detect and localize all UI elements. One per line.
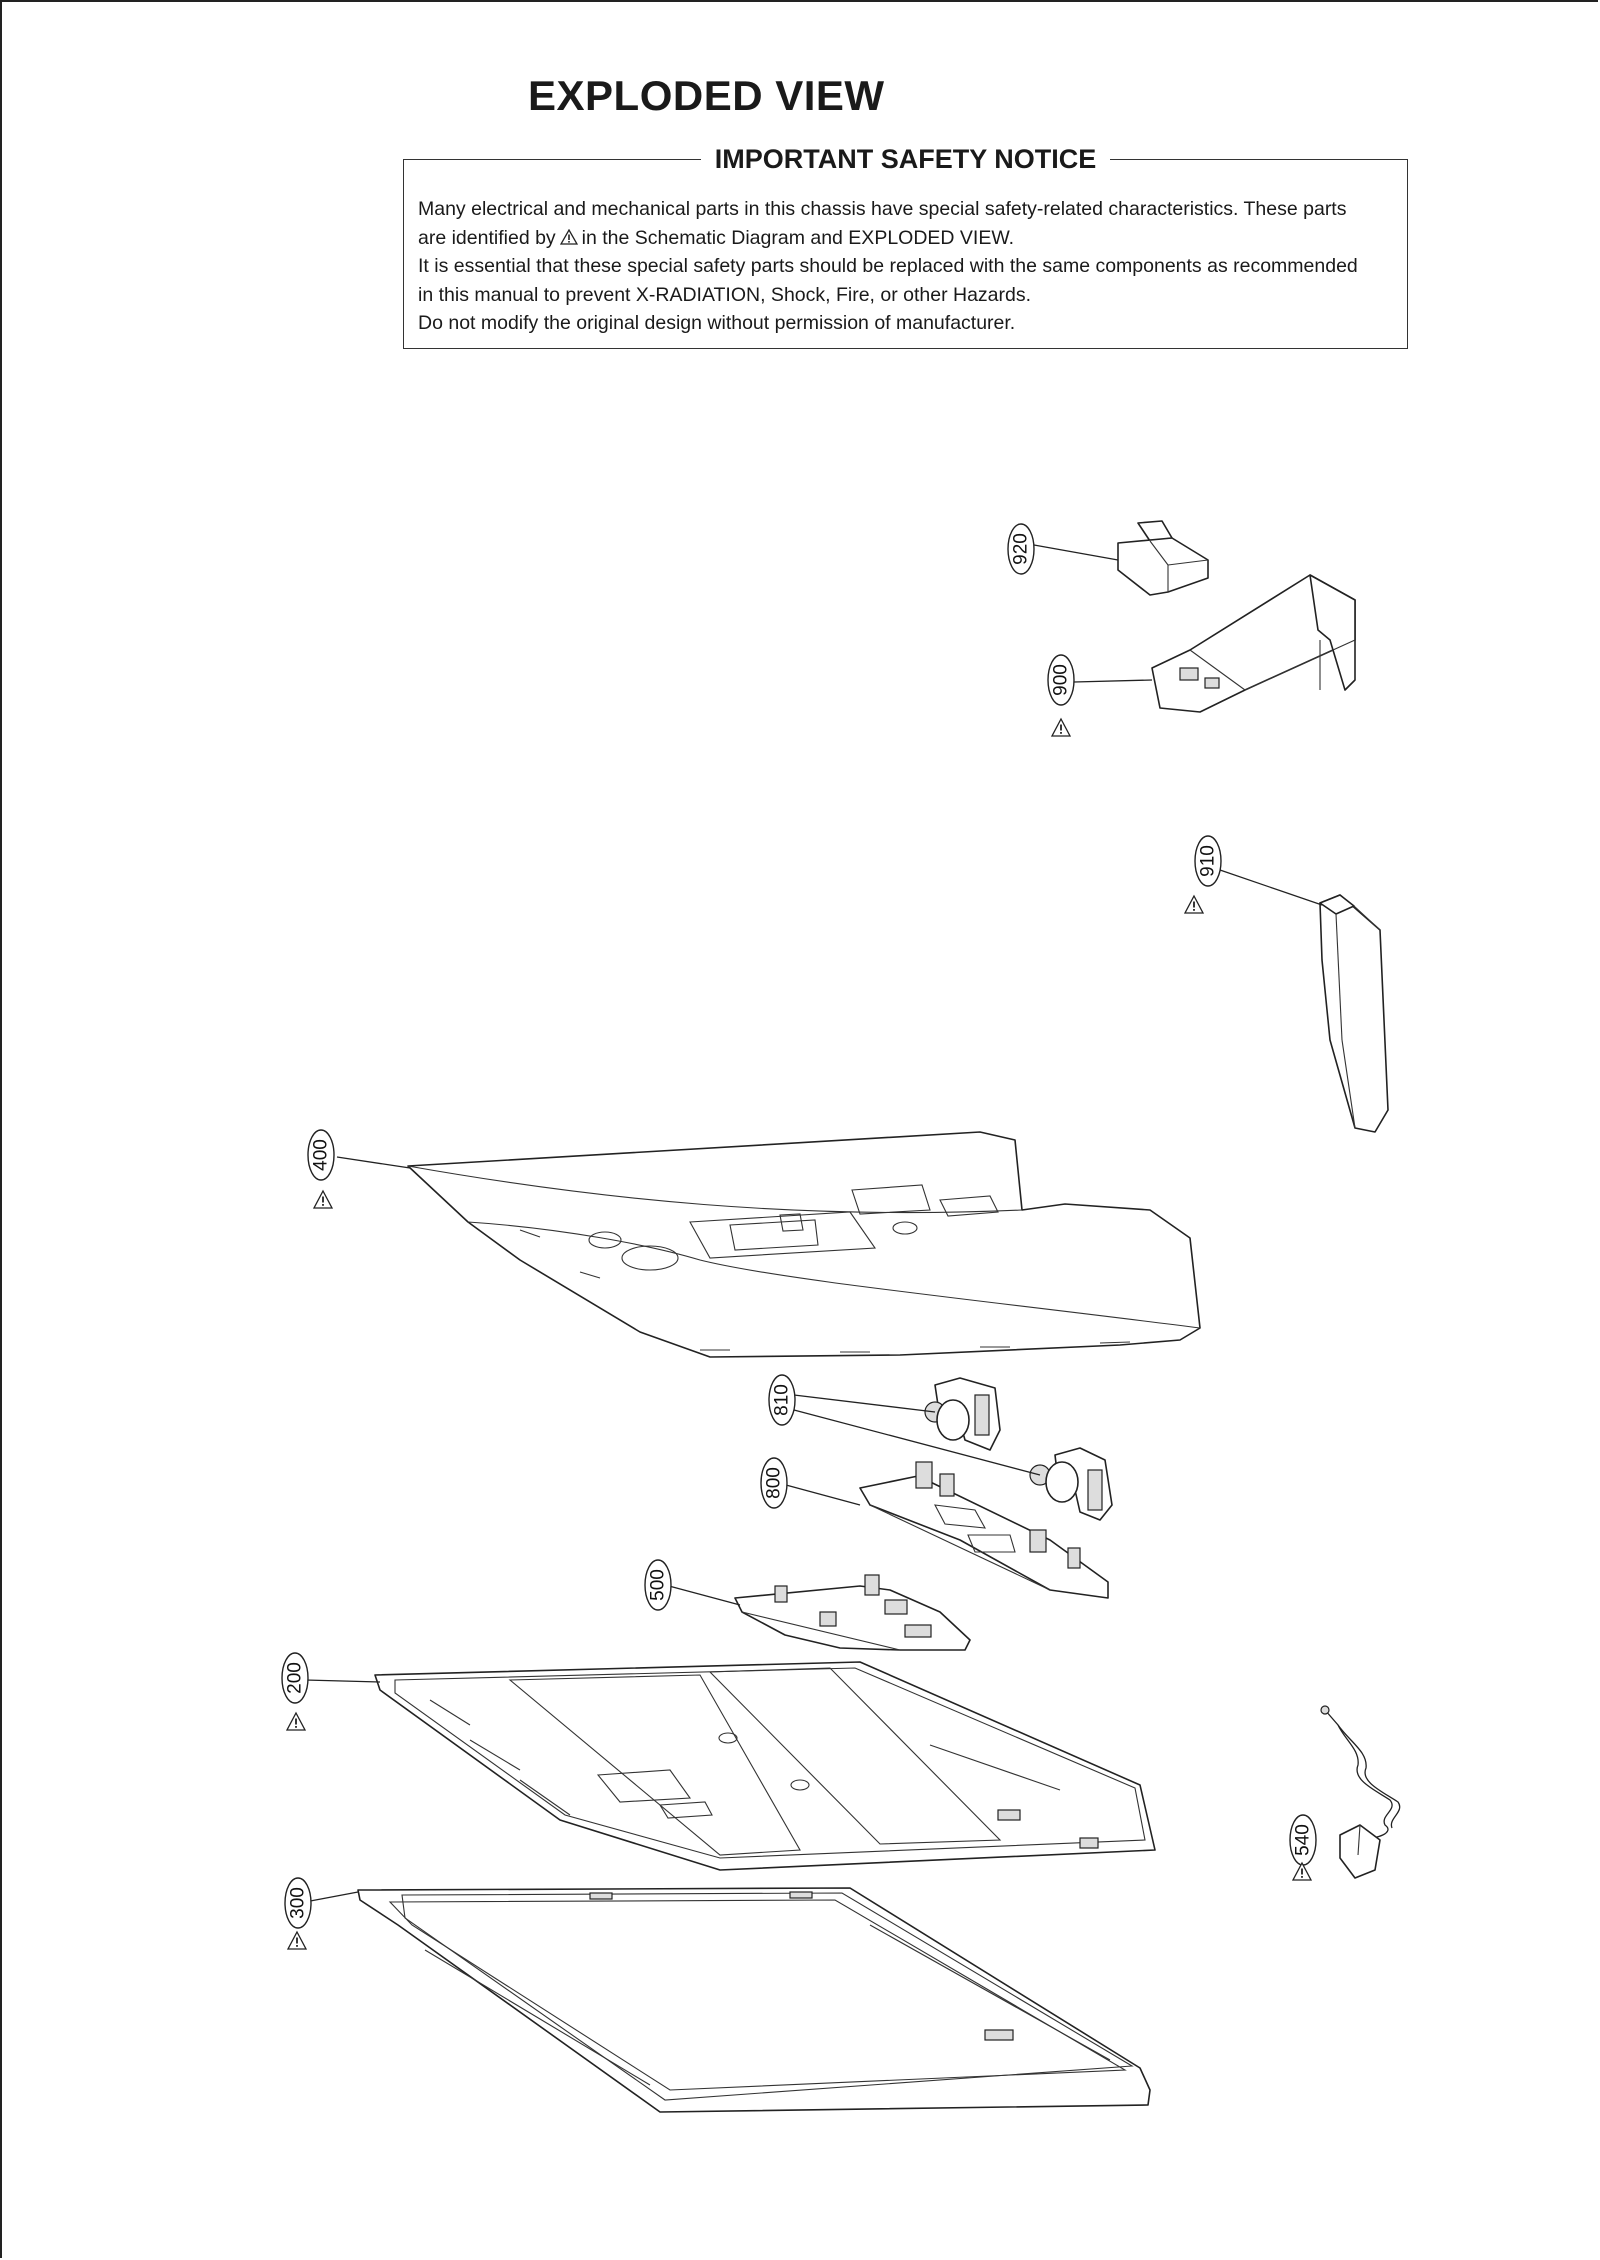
notice-line: It is essential that these special safet…: [418, 255, 1358, 278]
part-label-200: 200: [281, 1652, 309, 1704]
part-label-540: 540: [1289, 1814, 1317, 1866]
notice-line-start: are identified by: [418, 226, 556, 249]
safety-notice-box: IMPORTANT SAFETY NOTICE Many electrical …: [403, 144, 1408, 349]
part-910-stand-leg: [1319, 894, 1389, 1133]
leader-line: [304, 1891, 359, 1903]
leader-line: [1073, 679, 1153, 683]
part-label-400: 400: [307, 1129, 335, 1181]
part-number: 300: [288, 1887, 309, 1919]
leader-line: [304, 1679, 381, 1683]
part-label-900: 900: [1047, 654, 1075, 706]
part-number: 900: [1051, 664, 1072, 696]
warning-triangle-icon: [1292, 1862, 1312, 1881]
notice-line-end: in the Schematic Diagram and EXPLODED VI…: [581, 226, 1015, 249]
warning-triangle-icon: [286, 1712, 306, 1731]
part-500-power-board: [734, 1574, 971, 1651]
notice-line: in this manual to prevent X-RADIATION, S…: [418, 283, 1032, 306]
safety-notice-body: Many electrical and mechanical parts in …: [418, 195, 1395, 338]
part-800-main-board: [859, 1461, 1109, 1599]
part-920-stand-cover: [1117, 520, 1209, 596]
notice-line: are identified by in the Schematic Diagra…: [418, 224, 1395, 253]
warning-triangle-icon: [313, 1190, 333, 1209]
part-300-front-bezel: [357, 1887, 1151, 2113]
warning-triangle-icon: [559, 228, 578, 245]
part-number: 540: [1293, 1824, 1314, 1856]
leader-line: [1219, 869, 1323, 906]
part-label-910: 910: [1194, 835, 1222, 887]
notice-line: Many electrical and mechanical parts in …: [418, 198, 1347, 220]
leader-line: [793, 1409, 1041, 1476]
part-number: 500: [648, 1569, 669, 1601]
part-900-stand-neck: [1151, 574, 1356, 713]
part-number: 810: [772, 1384, 793, 1416]
part-200-rear-frame: [374, 1661, 1156, 1871]
leader-line: [1033, 544, 1119, 561]
part-number: 910: [1198, 845, 1219, 877]
notice-line: Do not modify the original design withou…: [418, 312, 1016, 335]
part-label-300: 300: [284, 1877, 312, 1929]
part-number: 800: [764, 1467, 785, 1499]
warning-triangle-icon: [1184, 895, 1204, 914]
part-400-back-cover: [407, 1131, 1201, 1358]
part-number: 200: [285, 1662, 306, 1694]
leader-line: [785, 1484, 861, 1506]
part-810-speakers: [924, 1377, 1113, 1521]
part-label-500: 500: [644, 1559, 672, 1611]
part-label-800: 800: [760, 1457, 788, 1509]
part-label-810: 810: [768, 1374, 796, 1426]
part-540-ac-adapter: [1320, 1705, 1401, 1879]
part-label-920: 920: [1007, 523, 1035, 575]
leader-line: [668, 1585, 741, 1606]
part-number: 400: [311, 1139, 332, 1171]
leader-line: [336, 1156, 411, 1169]
safety-notice-heading: IMPORTANT SAFETY NOTICE: [700, 144, 1111, 174]
leader-line: [793, 1394, 936, 1413]
part-number: 920: [1011, 533, 1032, 565]
warning-triangle-icon: [287, 1931, 307, 1950]
warning-triangle-icon: [1051, 718, 1071, 737]
page-title: EXPLODED VIEW: [528, 72, 885, 119]
